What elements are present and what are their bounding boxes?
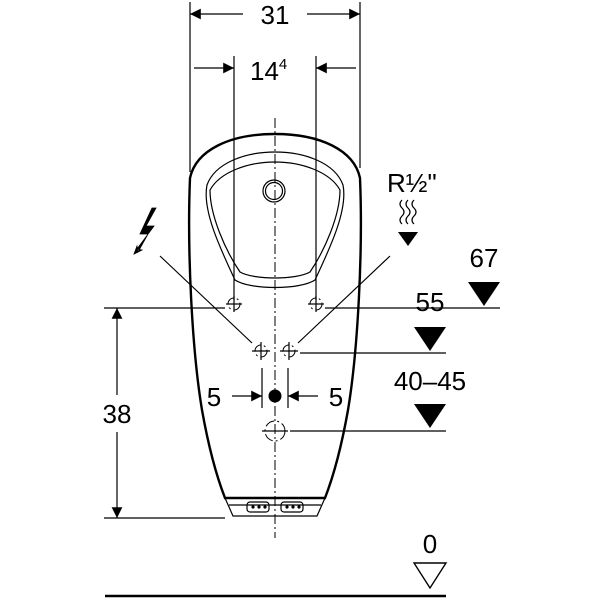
dimension-38-label: 38 bbox=[103, 399, 132, 429]
level-0-label: 0 bbox=[423, 529, 437, 559]
connection-marker-67-right bbox=[308, 296, 324, 312]
water-supply-icon bbox=[398, 199, 418, 246]
level-55: 55 bbox=[300, 287, 446, 354]
connection-marker-67-left bbox=[226, 296, 242, 312]
water-leader-line bbox=[297, 255, 391, 344]
level-40-45: 40–45 bbox=[290, 366, 466, 432]
level-55-label: 55 bbox=[416, 287, 445, 317]
pipe-thread-label: R½" bbox=[387, 168, 437, 198]
offset-right-label: 5 bbox=[329, 382, 343, 412]
drain-point bbox=[268, 389, 282, 403]
dimension-overall-width: 31 bbox=[189, 0, 361, 172]
connection-marker-55-left bbox=[252, 342, 270, 360]
dimension-height-38: 38 bbox=[103, 307, 225, 519]
dimension-31-label: 31 bbox=[261, 0, 290, 30]
electric-leader-line bbox=[159, 255, 253, 344]
level-67: 67 bbox=[325, 243, 500, 309]
dimension-14-label: 144 bbox=[250, 56, 287, 86]
connection-marker-55-right bbox=[280, 342, 298, 360]
level-40-45-label: 40–45 bbox=[394, 366, 466, 396]
lightning-bolt-icon bbox=[133, 207, 157, 255]
drain-connection-marker bbox=[262, 420, 288, 442]
dimension-offset-5: 5 5 bbox=[207, 368, 343, 412]
urinal-body bbox=[187, 132, 363, 517]
connection-points bbox=[226, 296, 324, 442]
flush-inlet-hole bbox=[262, 179, 286, 203]
dimension-inner-width: 144 bbox=[194, 56, 356, 300]
offset-left-label: 5 bbox=[207, 382, 221, 412]
level-0-floor: 0 bbox=[105, 529, 448, 598]
level-67-label: 67 bbox=[470, 243, 499, 273]
